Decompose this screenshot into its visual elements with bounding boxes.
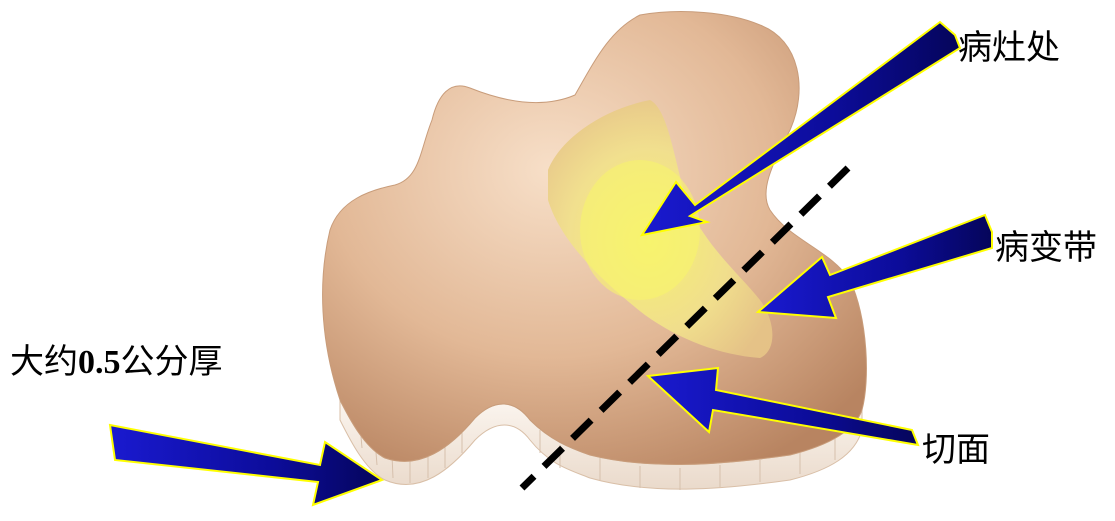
label-lesion: 病灶处 xyxy=(958,20,1060,69)
label-lesion-band: 病变带 xyxy=(995,220,1097,269)
thickness-suffix: 公分厚 xyxy=(121,342,223,382)
arrow-thickness xyxy=(110,425,382,505)
label-cut-surface: 切面 xyxy=(922,422,990,471)
lesion-core xyxy=(580,160,700,300)
label-thickness: 大约0.5公分厚 xyxy=(10,334,223,383)
thickness-prefix: 大约 xyxy=(10,342,78,382)
thickness-value: 0.5 xyxy=(78,344,121,381)
